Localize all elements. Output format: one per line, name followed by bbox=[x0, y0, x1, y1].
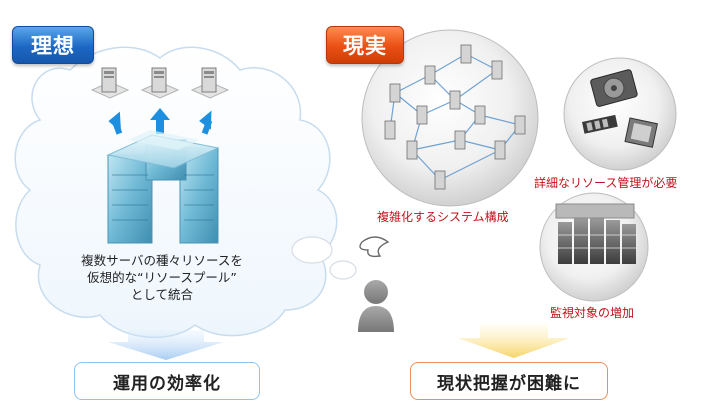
down-arrow-left bbox=[108, 330, 224, 360]
network-caption: 複雑化するシステム構成 bbox=[377, 210, 509, 224]
hardware-components-illustration bbox=[563, 57, 677, 171]
description-line: として統合 bbox=[130, 287, 194, 302]
network-complexity-illustration bbox=[361, 29, 539, 207]
reality-tab: 現実 bbox=[326, 26, 404, 64]
datacenter-illustration bbox=[539, 192, 649, 302]
up-arrow-icons bbox=[108, 108, 213, 135]
resource-pool-building-icon bbox=[106, 130, 220, 244]
efficiency-result-box: 運用の効率化 bbox=[74, 362, 260, 400]
reality-tab-label: 現実 bbox=[343, 34, 387, 58]
difficulty-result-label: 現状把握が困難に bbox=[437, 373, 581, 394]
difficulty-result-box: 現状把握が困難に bbox=[410, 362, 608, 400]
down-arrow-right bbox=[458, 324, 570, 358]
efficiency-result-label: 運用の効率化 bbox=[113, 373, 221, 394]
server-icon-group bbox=[90, 67, 230, 99]
confused-user-icon bbox=[358, 236, 394, 332]
datacenter-caption: 監視対象の増加 bbox=[550, 306, 635, 320]
resource-pool-description: 複数サーバの種々リソースを 仮想的な“リソースプール” として統合 bbox=[42, 252, 282, 303]
ideal-tab-label: 理想 bbox=[31, 34, 75, 58]
thought-cloud bbox=[14, 46, 357, 338]
description-line: 仮想的な“リソースプール” bbox=[87, 270, 237, 285]
hardware-caption: 詳細なリソース管理が必要 bbox=[534, 176, 678, 190]
ideal-tab: 理想 bbox=[12, 26, 94, 64]
description-line: 複数サーバの種々リソースを bbox=[81, 253, 243, 268]
